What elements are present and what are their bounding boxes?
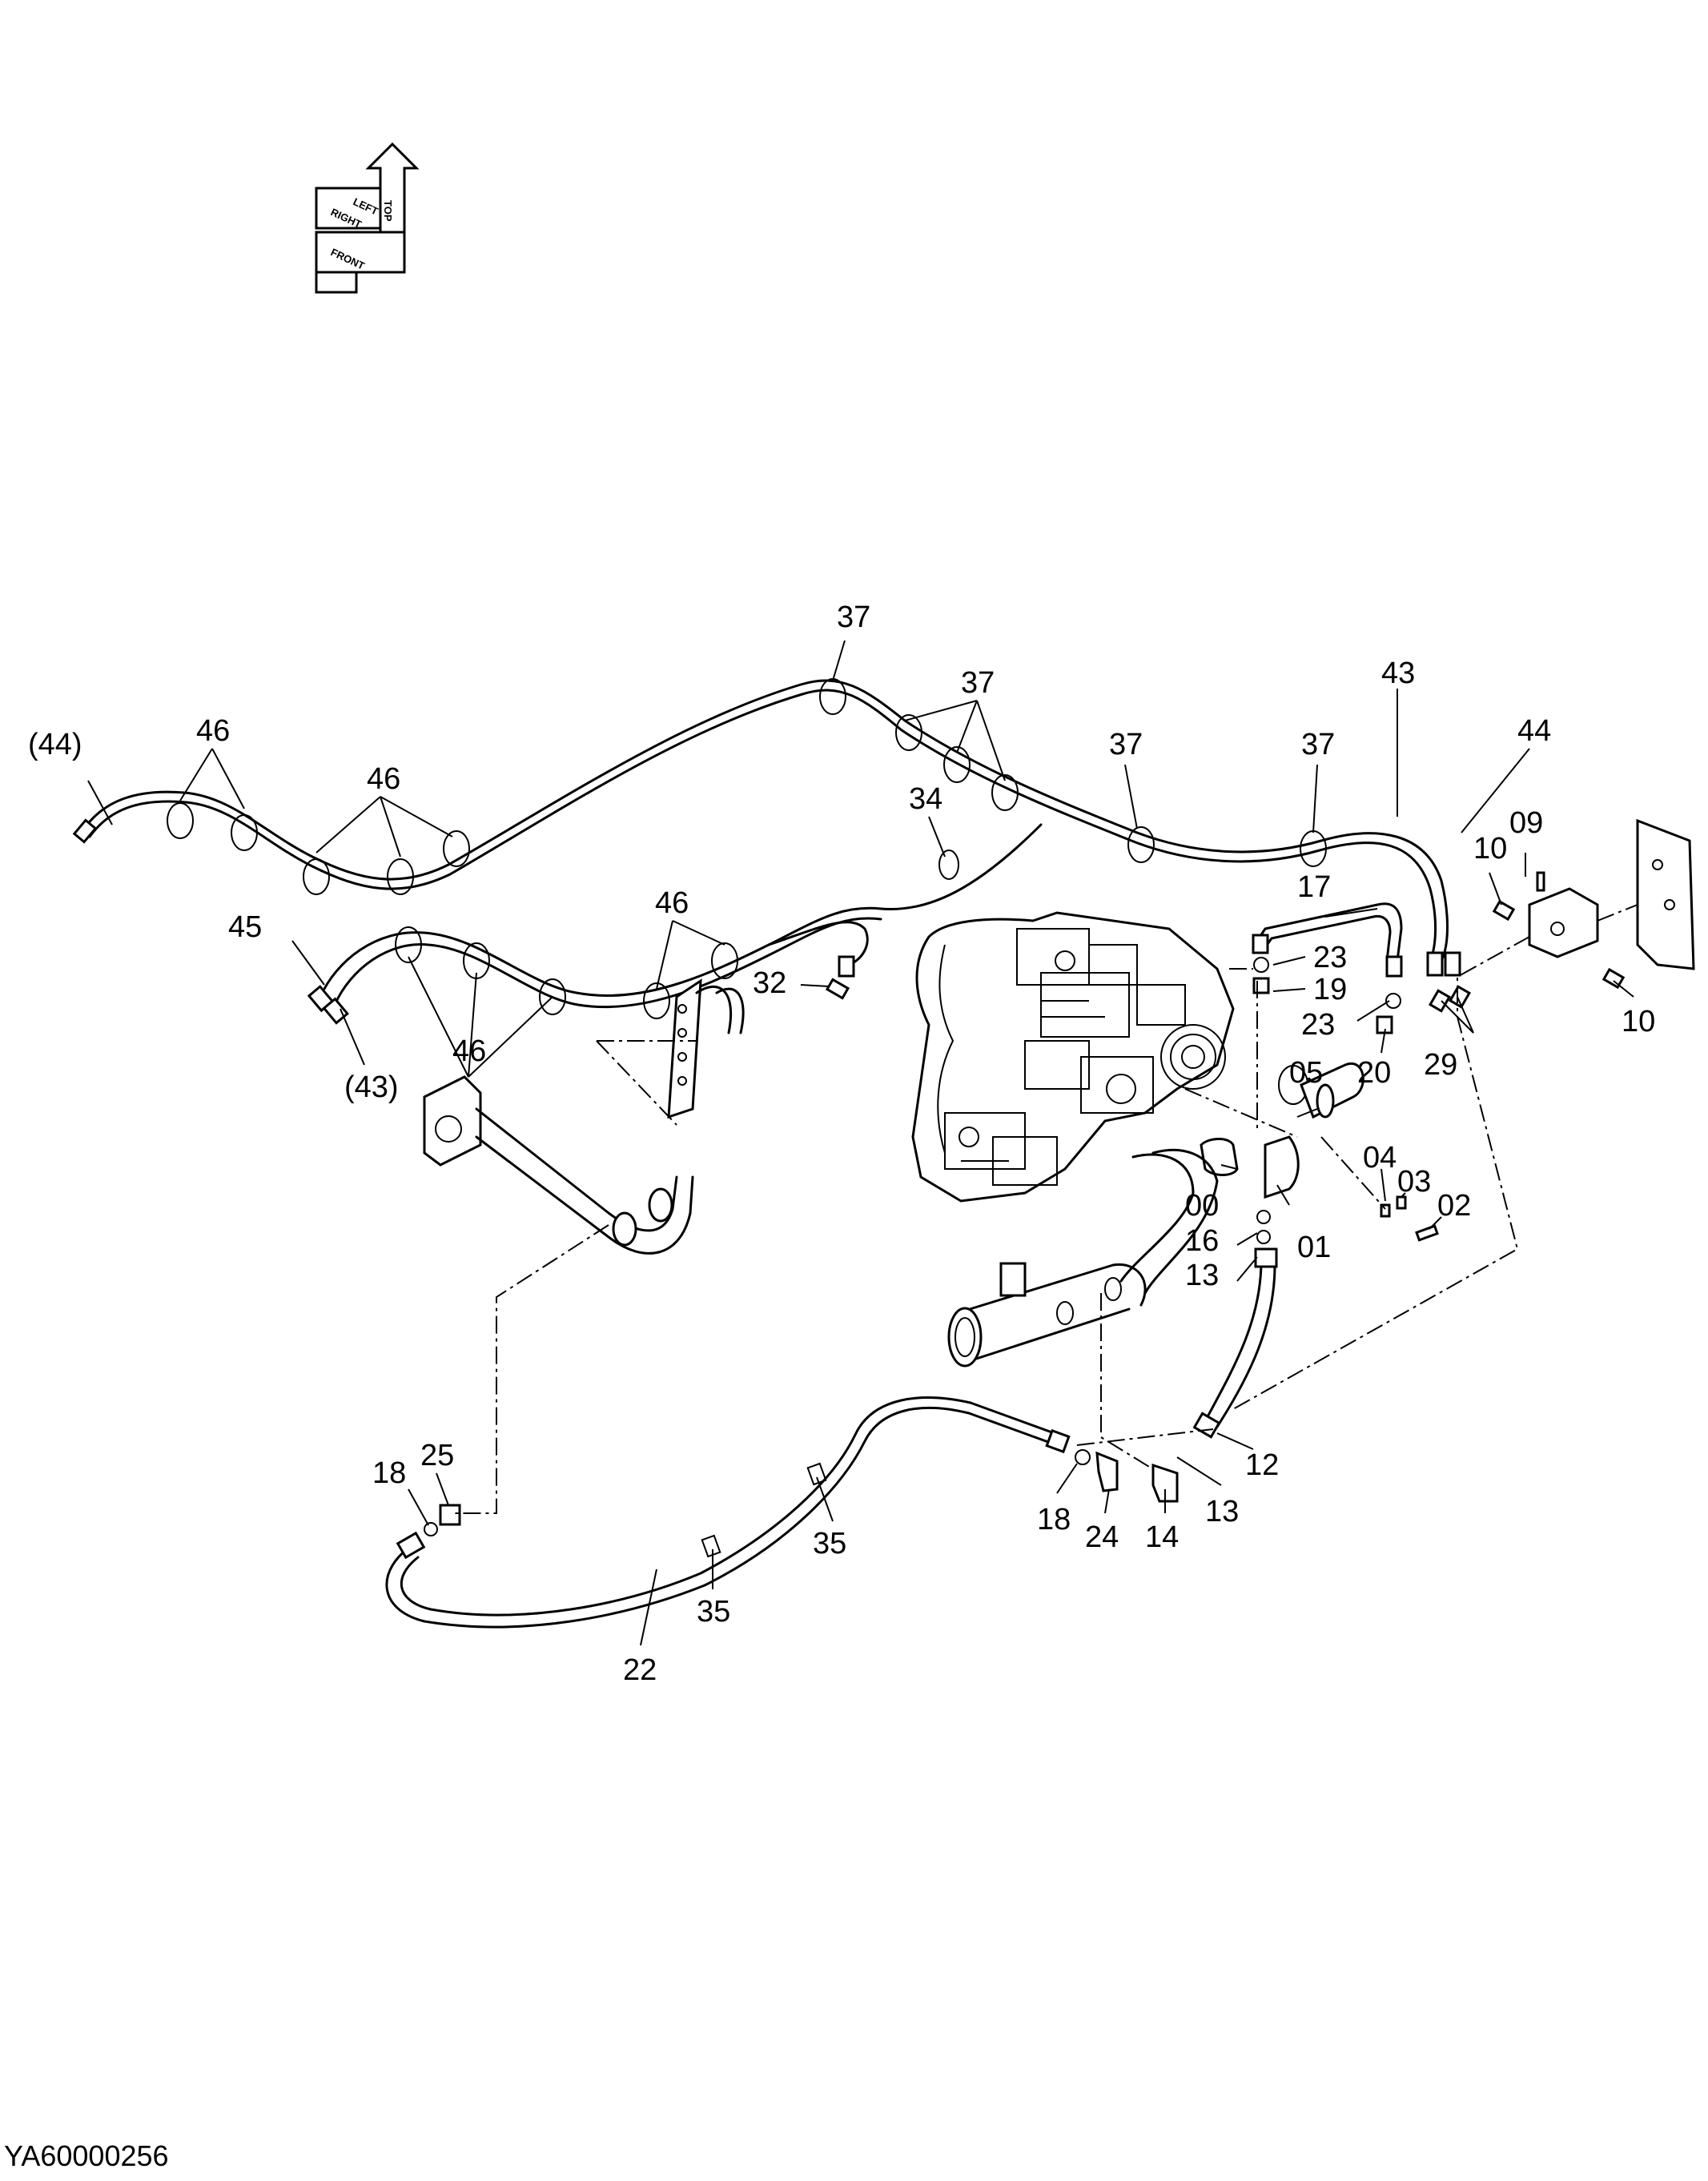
callout-05: 05: [1289, 1056, 1323, 1090]
callout-25: 25: [420, 1439, 454, 1472]
callout-46b: 46: [367, 762, 400, 796]
callout-37a: 37: [837, 600, 870, 634]
orient-top: TOP: [382, 200, 394, 222]
callout-16: 16: [1185, 1224, 1219, 1258]
callout-43: 43: [1381, 657, 1415, 690]
lower-hose-assembly: [307, 823, 1043, 1025]
callout-09: 09: [1509, 806, 1543, 840]
orientation-indicator: TOP RIGHT LEFT FRONT: [315, 142, 420, 294]
drawing-id: YA60000256: [4, 2139, 169, 2172]
callout-37d: 37: [1301, 728, 1335, 761]
callout-02: 02: [1437, 1189, 1471, 1223]
callout-46d: 46: [452, 1034, 486, 1068]
callout-23a: 23: [1313, 941, 1347, 974]
filter-cylinder-parts: [1184, 1062, 1439, 1242]
callout-35b: 35: [697, 1595, 730, 1629]
callout-32: 32: [753, 966, 786, 1000]
callout-43-ref: (43): [344, 1070, 399, 1104]
callout-leaders: [87, 640, 1634, 1646]
callout-00: 00: [1185, 1189, 1219, 1223]
callout-34: 34: [909, 782, 942, 816]
hose-22: [385, 1293, 1214, 1629]
pump-engine-assembly: [911, 911, 1235, 1203]
callout-44: 44: [1517, 714, 1551, 748]
callout-17: 17: [1297, 870, 1331, 904]
callout-10b: 10: [1622, 1005, 1655, 1038]
callout-labels: (44) 46 46 37 37 37 37 43 44 34 45 (43) …: [28, 600, 1655, 1687]
callout-35a: 35: [813, 1527, 846, 1560]
callout-29: 29: [1424, 1048, 1457, 1082]
callout-10a: 10: [1473, 832, 1507, 866]
callout-12: 12: [1245, 1448, 1279, 1482]
hose-12: [1192, 1210, 1278, 1439]
callout-45: 45: [228, 910, 262, 944]
hose-17: [1252, 902, 1471, 1034]
callout-44-ref: (44): [28, 728, 82, 761]
callout-19: 19: [1313, 973, 1347, 1006]
outlet-pipe: [947, 1148, 1219, 1368]
callout-04: 04: [1363, 1141, 1397, 1175]
callout-13a: 13: [1185, 1259, 1219, 1292]
callout-18b: 18: [1037, 1503, 1071, 1536]
callout-20: 20: [1357, 1056, 1391, 1090]
callout-22: 22: [623, 1653, 657, 1687]
callout-23b: 23: [1301, 1008, 1335, 1042]
callout-01: 01: [1297, 1231, 1331, 1264]
callout-46c: 46: [655, 886, 689, 920]
callout-13b: 13: [1205, 1495, 1239, 1528]
callout-46a: 46: [196, 714, 230, 748]
left-bracket-pipe: [423, 978, 745, 1255]
callout-37b: 37: [961, 666, 995, 700]
callout-24: 24: [1085, 1520, 1119, 1554]
callout-18a: 18: [372, 1456, 406, 1490]
callout-37c: 37: [1109, 728, 1143, 761]
callout-03: 03: [1397, 1165, 1431, 1199]
upper-hose-assembly: [72, 678, 1461, 977]
right-valve-bracket: [1492, 818, 1695, 990]
callout-14: 14: [1145, 1520, 1179, 1554]
